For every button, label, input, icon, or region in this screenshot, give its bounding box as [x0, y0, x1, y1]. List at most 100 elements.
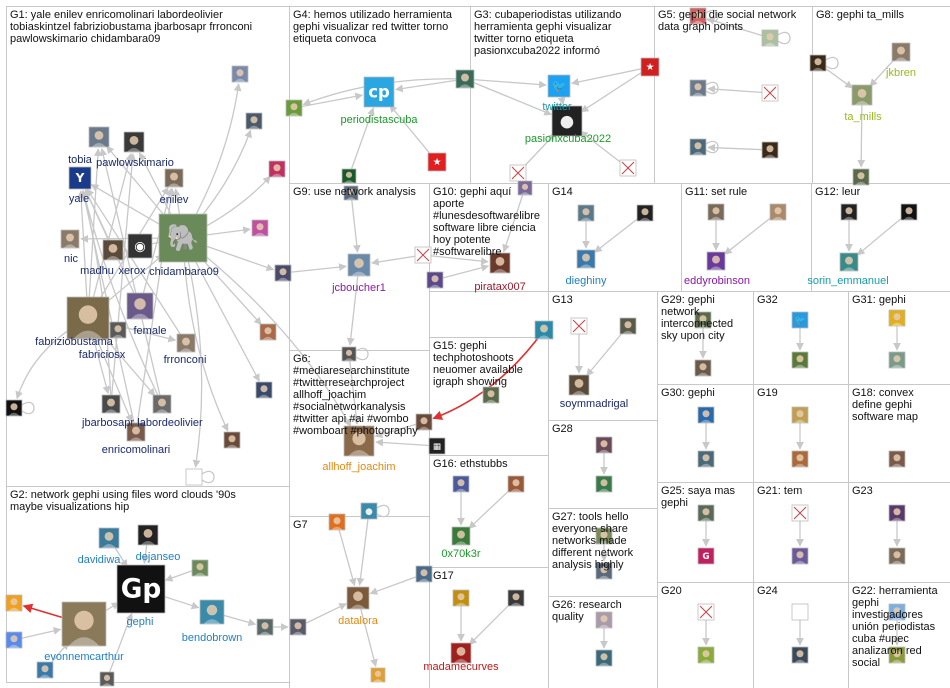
node-s85[interactable]: [792, 647, 808, 663]
node-s54[interactable]: [6, 632, 22, 648]
node-s38[interactable]: [416, 414, 432, 430]
node-s73[interactable]: [792, 407, 808, 423]
node-soymmadrigal[interactable]: [569, 375, 589, 395]
node-s2[interactable]: ▭: [186, 469, 202, 485]
node-s44[interactable]: [596, 437, 612, 453]
node-eddyrobinson[interactable]: [707, 252, 725, 270]
node-twitter[interactable]: 🐦: [548, 75, 570, 97]
node-dejanseo[interactable]: [138, 525, 158, 545]
node-s9[interactable]: [224, 432, 240, 448]
node-s80[interactable]: [889, 505, 905, 521]
node-fabriziobustama[interactable]: [67, 297, 109, 339]
node-s35[interactable]: [841, 204, 857, 220]
node-s14[interactable]: [456, 70, 474, 88]
node-tobiaskintzel[interactable]: [89, 127, 109, 147]
node-s78[interactable]: [792, 505, 808, 521]
node-s79[interactable]: [792, 548, 808, 564]
node-s62[interactable]: [371, 668, 385, 682]
node-s68[interactable]: [792, 352, 808, 368]
node-yale[interactable]: Y: [69, 167, 91, 189]
node-female[interactable]: [127, 293, 153, 319]
node-s45[interactable]: [596, 476, 612, 492]
node-evonnemcarthur[interactable]: [62, 602, 106, 646]
node-s84[interactable]: •: [792, 604, 808, 620]
node-s11[interactable]: [286, 100, 302, 116]
node-s51[interactable]: [596, 650, 612, 666]
node-s74[interactable]: [792, 451, 808, 467]
node-s17[interactable]: [620, 160, 636, 176]
node-jbarbosapr[interactable]: [102, 395, 120, 413]
node-s57[interactable]: [257, 619, 273, 635]
node-s21[interactable]: [762, 85, 778, 101]
node-s15[interactable]: ★: [641, 58, 659, 76]
node-s32[interactable]: [637, 205, 653, 221]
node-s56[interactable]: [100, 672, 114, 686]
node-s3[interactable]: [232, 66, 248, 82]
node-s58[interactable]: [329, 514, 345, 530]
node-madhu[interactable]: [103, 240, 123, 260]
node-s60[interactable]: [416, 566, 432, 582]
node-s42[interactable]: [571, 318, 587, 334]
node-s66[interactable]: [695, 360, 711, 376]
node-s72[interactable]: [698, 451, 714, 467]
node-s22[interactable]: [690, 139, 706, 155]
node-dieghiny[interactable]: [577, 250, 595, 268]
node-madamecurves[interactable]: [451, 643, 471, 663]
node-pawlowskimario[interactable]: [124, 132, 144, 152]
node-s81[interactable]: [889, 548, 905, 564]
node-s27[interactable]: [275, 265, 291, 281]
node-s33[interactable]: [708, 204, 724, 220]
node-chidambara09[interactable]: 🐘: [159, 214, 207, 262]
node-sorin_emmanuel[interactable]: [840, 253, 858, 271]
node-s43[interactable]: [620, 318, 636, 334]
node-s6[interactable]: [252, 220, 268, 236]
node-nic[interactable]: [61, 230, 79, 248]
node-gephi[interactable]: Gp: [117, 565, 165, 613]
node-bendobrown[interactable]: [200, 600, 224, 624]
node-s24[interactable]: [810, 55, 826, 71]
node-s55[interactable]: [37, 662, 53, 678]
node-s34[interactable]: [770, 204, 786, 220]
node-s10[interactable]: [256, 382, 272, 398]
node-s31[interactable]: [578, 205, 594, 221]
node-datalora[interactable]: [347, 587, 369, 609]
node-xerox[interactable]: ◉: [128, 234, 152, 258]
node-s61[interactable]: [290, 619, 306, 635]
node-s8[interactable]: [260, 324, 276, 340]
node-s67[interactable]: 🐦: [792, 312, 808, 328]
node-enilev[interactable]: [165, 169, 183, 187]
node-s46[interactable]: [453, 476, 469, 492]
node-davidiwa[interactable]: [99, 528, 119, 548]
node-s47[interactable]: [508, 476, 524, 492]
node-s53[interactable]: [6, 595, 22, 611]
node-jkbren[interactable]: [892, 43, 910, 61]
node-s28[interactable]: [415, 247, 431, 263]
node-s29[interactable]: [427, 272, 443, 288]
node-s40[interactable]: [535, 321, 553, 339]
node-s75[interactable]: [889, 451, 905, 467]
node-s70[interactable]: [889, 352, 905, 368]
node-jcboucher1[interactable]: [348, 254, 370, 276]
node-0x70k3r[interactable]: [452, 527, 470, 545]
node-s4[interactable]: [246, 113, 262, 129]
node-ta_mills[interactable]: [852, 85, 872, 105]
node-s13[interactable]: ★: [428, 153, 446, 171]
node-s39[interactable]: ▦: [429, 438, 445, 454]
node-s59[interactable]: ●: [361, 503, 377, 519]
node-s77[interactable]: G: [698, 548, 714, 564]
node-s52[interactable]: [192, 560, 208, 576]
node-s36[interactable]: [901, 204, 917, 220]
node-s20[interactable]: [690, 80, 706, 96]
node-s71[interactable]: [698, 407, 714, 423]
node-s1[interactable]: [6, 400, 22, 416]
node-s25[interactable]: [853, 169, 869, 185]
node-s82[interactable]: [698, 604, 714, 620]
node-s23[interactable]: [762, 142, 778, 158]
node-s83[interactable]: [698, 647, 714, 663]
node-s69[interactable]: [889, 310, 905, 326]
node-periodistascuba[interactable]: cp: [364, 77, 394, 107]
node-s5[interactable]: [269, 161, 285, 177]
node-labordeolivier[interactable]: [153, 395, 171, 413]
node-s64[interactable]: [508, 590, 524, 606]
node-s41[interactable]: [483, 387, 499, 403]
